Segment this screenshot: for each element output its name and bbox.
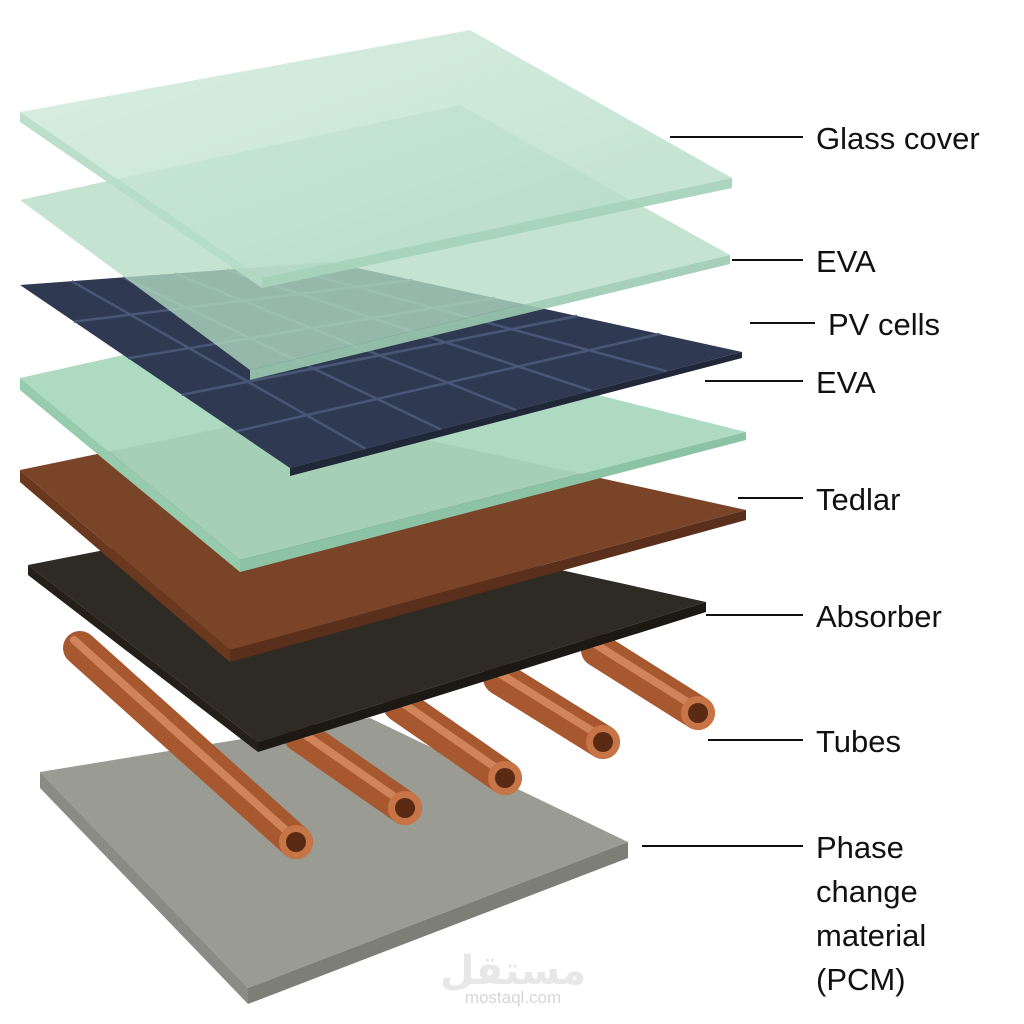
label-glass-cover: Glass cover	[816, 121, 980, 156]
tube-opening	[286, 832, 306, 852]
tube-highlight	[70, 636, 294, 838]
labels: Glass cover EVA PV cells EVA Tedlar Abso…	[816, 121, 980, 997]
label-pcm-line-1: Phase	[816, 830, 904, 865]
tube-highlight	[290, 723, 403, 804]
label-eva-top: EVA	[816, 244, 876, 279]
eva-bottom-left-face	[20, 378, 240, 572]
watermark-latin: mostaql.com	[465, 988, 561, 1007]
label-eva-bottom: EVA	[816, 365, 876, 400]
tube	[383, 688, 522, 795]
label-tedlar: Tedlar	[816, 482, 900, 517]
pv-front-face	[290, 352, 742, 476]
label-pcm: Phase change material (PCM)	[816, 830, 935, 997]
tube-opening	[593, 732, 613, 752]
layer-tubes	[63, 631, 715, 859]
watermark: مستقل mostaql.com	[440, 949, 586, 1007]
tube-highlight	[588, 638, 696, 709]
tedlar-left-face	[20, 470, 230, 662]
leader-lines	[642, 136, 815, 847]
tube-highlight	[390, 693, 503, 774]
tube	[63, 631, 313, 859]
label-pcm-line-4: (PCM)	[816, 962, 906, 997]
tube-opening	[688, 703, 708, 723]
absorber-left-face	[28, 565, 258, 752]
tube-opening	[495, 768, 515, 788]
tube-opening	[395, 798, 415, 818]
tube	[581, 633, 715, 730]
tube-highlight	[490, 666, 601, 738]
pv-grid-line	[71, 280, 366, 450]
glass-left-face	[20, 112, 262, 288]
label-tubes: Tubes	[816, 724, 901, 759]
eva-bottom-front-face	[240, 432, 746, 572]
glass-front-face	[262, 178, 732, 288]
label-absorber: Absorber	[816, 599, 942, 634]
tedlar-front-face	[230, 510, 746, 662]
pcm-front-face	[248, 842, 628, 1004]
tube	[483, 661, 620, 759]
label-pv-cells: PV cells	[828, 307, 940, 342]
tube	[283, 718, 422, 825]
label-pcm-line-2: change	[816, 874, 918, 909]
eva-top-front-face	[250, 255, 730, 380]
label-pcm-line-3: material	[816, 918, 926, 953]
glass-top-face	[20, 30, 732, 278]
layer-glass-cover	[20, 30, 732, 288]
layer-pcm	[40, 718, 628, 1004]
absorber-front-face	[258, 602, 706, 752]
pcm-left-face	[40, 772, 248, 1004]
pcm-top-face	[40, 718, 628, 988]
watermark-arabic: مستقل	[440, 949, 586, 993]
